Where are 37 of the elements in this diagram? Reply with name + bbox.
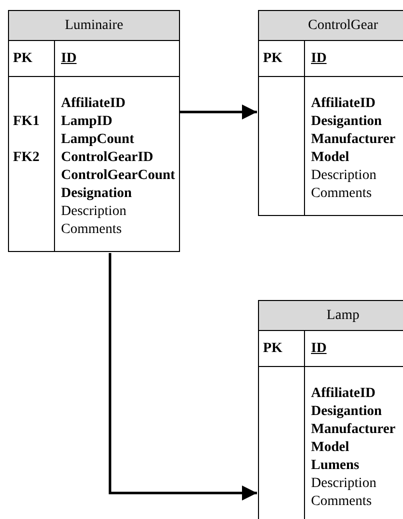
entity-table bbox=[258, 300, 403, 519]
entity-table bbox=[258, 10, 403, 216]
key-label: FK1 bbox=[13, 113, 40, 131]
field-name: ControlGearID bbox=[61, 149, 154, 167]
key-label: PK bbox=[263, 340, 282, 358]
field-name: Description bbox=[61, 203, 128, 221]
field-name: ID bbox=[310, 340, 327, 358]
field-name: Manufacturer bbox=[311, 421, 396, 439]
entity-table bbox=[8, 10, 180, 252]
field-name: Model bbox=[311, 439, 350, 457]
field-name: AffiliateID bbox=[61, 95, 127, 113]
field-name: Comments bbox=[61, 221, 123, 239]
arrow bbox=[108, 253, 257, 500]
field-name: AffiliateID bbox=[311, 385, 377, 403]
table-title: Luminaire bbox=[9, 11, 179, 41]
key-label: PK bbox=[263, 50, 282, 68]
field-name: Desigantion bbox=[311, 403, 383, 421]
arrow bbox=[180, 104, 257, 120]
field-name: Model bbox=[311, 149, 350, 167]
field-name: ID bbox=[310, 50, 327, 68]
table-title: Lamp bbox=[259, 301, 403, 331]
field-name: Designation bbox=[61, 185, 133, 203]
key-label: PK bbox=[13, 50, 32, 68]
field-name: ID bbox=[60, 50, 77, 68]
field-name: LampID bbox=[61, 113, 114, 131]
field-name: AffiliateID bbox=[311, 95, 377, 113]
field-name: Description bbox=[311, 167, 378, 185]
field-name: LampCount bbox=[61, 131, 136, 149]
field-name: Desigantion bbox=[311, 113, 383, 131]
field-name: Description bbox=[311, 475, 378, 493]
field-name: Comments bbox=[311, 493, 373, 511]
field-name: Lumens bbox=[311, 457, 360, 475]
field-name: ControlGearCount bbox=[61, 167, 176, 185]
field-name: Manufacturer bbox=[311, 131, 396, 149]
field-name: Comments bbox=[311, 185, 373, 203]
table-title: ControlGear bbox=[259, 11, 403, 41]
key-label: FK2 bbox=[13, 149, 40, 167]
